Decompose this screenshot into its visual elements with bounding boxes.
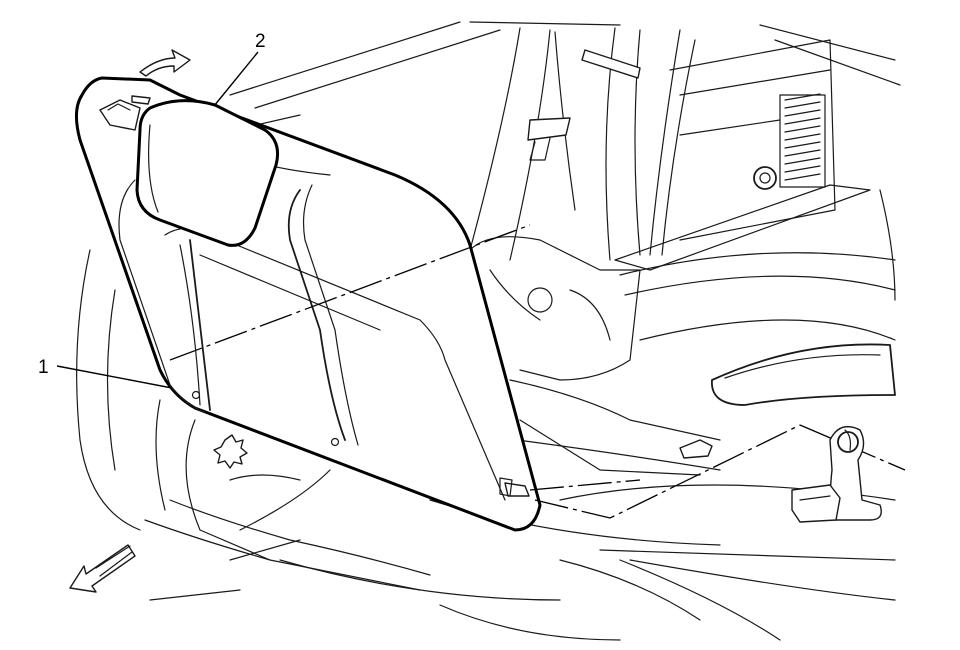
seat-latch-anchor (679, 426, 882, 523)
curved-arrow-icon (139, 49, 191, 77)
vent-grille (779, 93, 826, 188)
callout-label-2: 2 (255, 31, 266, 52)
callout-1: 1 (38, 357, 173, 389)
callout-label-1: 1 (38, 357, 49, 378)
callout-2: 2 (213, 31, 266, 107)
vehicle-interior (76, 21, 901, 641)
front-direction-arrow-icon (69, 544, 136, 593)
rear-seat-back (75, 76, 542, 532)
